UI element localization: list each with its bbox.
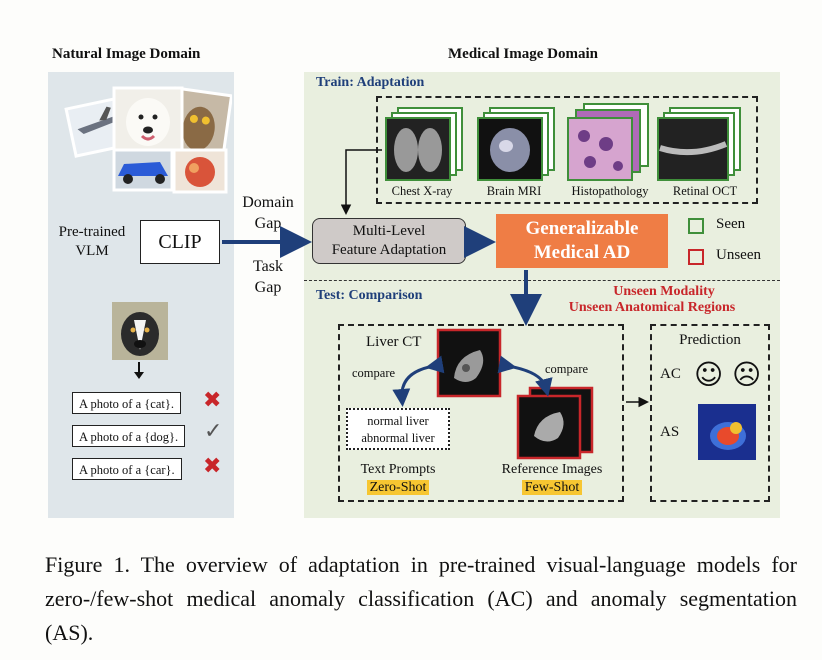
text-prompts-box: normal liver abnormal liver <box>346 408 450 450</box>
compare-left-label: compare <box>352 366 396 380</box>
natural-image-collage <box>64 86 232 194</box>
check-icon: ✓ <box>204 419 223 444</box>
compare-arrows <box>392 355 553 407</box>
prediction-title: Prediction <box>679 332 741 348</box>
few-shot-label: Few-Shot <box>521 480 583 495</box>
zero-shot-label: Zero-Shot <box>366 480 430 495</box>
seen-legend-swatch <box>688 218 704 234</box>
task-gap-label: Task Gap <box>253 258 283 296</box>
modality-label: Histopathology <box>571 184 649 198</box>
ac-label: AC <box>660 366 681 382</box>
seen-legend-label: Seen <box>716 216 746 232</box>
zero-shot-badge: Zero-Shot <box>360 480 436 496</box>
happy-face-icon: ☺ <box>694 358 724 391</box>
feature-adaptation-box: Multi-Level Feature Adaptation <box>312 218 466 264</box>
unseen-legend-swatch <box>688 249 704 265</box>
comparison-box <box>338 324 624 502</box>
dog-photo <box>112 302 168 360</box>
liver-ct-image <box>436 328 502 398</box>
modality-images <box>385 103 741 181</box>
generalizable-ad-box: Generalizable Medical AD <box>496 214 668 268</box>
modality-label: Chest X-ray <box>391 184 453 198</box>
prompt-cat: A photo of a {cat}. <box>72 392 181 414</box>
prompt-car: A photo of a {car}. <box>72 458 182 480</box>
prediction-box <box>650 324 770 502</box>
cross-icon: ✖ <box>203 388 222 413</box>
train-test-divider <box>304 280 780 281</box>
text-prompt-abnormal: abnormal liver <box>361 431 435 445</box>
test-title: Test: Comparison <box>316 288 423 303</box>
modality-label: Brain MRI <box>486 184 542 198</box>
text-prompt-normal: normal liver <box>367 414 429 428</box>
reference-images-label: Reference Images <box>501 462 603 477</box>
modality-label: Retinal OCT <box>672 184 738 198</box>
few-shot-badge: Few-Shot <box>512 480 592 496</box>
compare-right-label: compare <box>545 362 589 376</box>
text-prompts-label: Text Prompts <box>360 462 436 477</box>
train-title: Train: Adaptation <box>316 75 425 90</box>
reference-images <box>516 386 594 460</box>
segmentation-heatmap <box>698 404 756 460</box>
as-label: AS <box>660 424 680 440</box>
flow-arrows <box>222 149 649 408</box>
sad-face-icon: ☹ <box>732 358 762 391</box>
unseen-regions-label: Unseen Anatomical Regions <box>568 300 736 315</box>
dog-arrow-head <box>134 372 144 379</box>
prompt-dog: A photo of a {dog}. <box>72 425 186 447</box>
unseen-modality-label: Unseen Modality <box>613 284 715 299</box>
dog-down-arrow <box>138 362 140 374</box>
domain-gap-label: Domain Gap <box>242 194 294 232</box>
liver-ct-label: Liver CT <box>366 334 422 350</box>
cross-icon: ✖ <box>203 454 222 479</box>
pretrained-vlm-label: Pre-trained VLM <box>58 224 126 259</box>
figure-caption: Figure 1. The overview of adaptation in … <box>45 552 797 645</box>
natural-domain-header: Natural Image Domain <box>52 46 201 62</box>
unseen-legend-label: Unseen <box>716 247 761 263</box>
medical-domain-header: Medical Image Domain <box>448 46 598 62</box>
clip-box: CLIP <box>140 220 220 264</box>
